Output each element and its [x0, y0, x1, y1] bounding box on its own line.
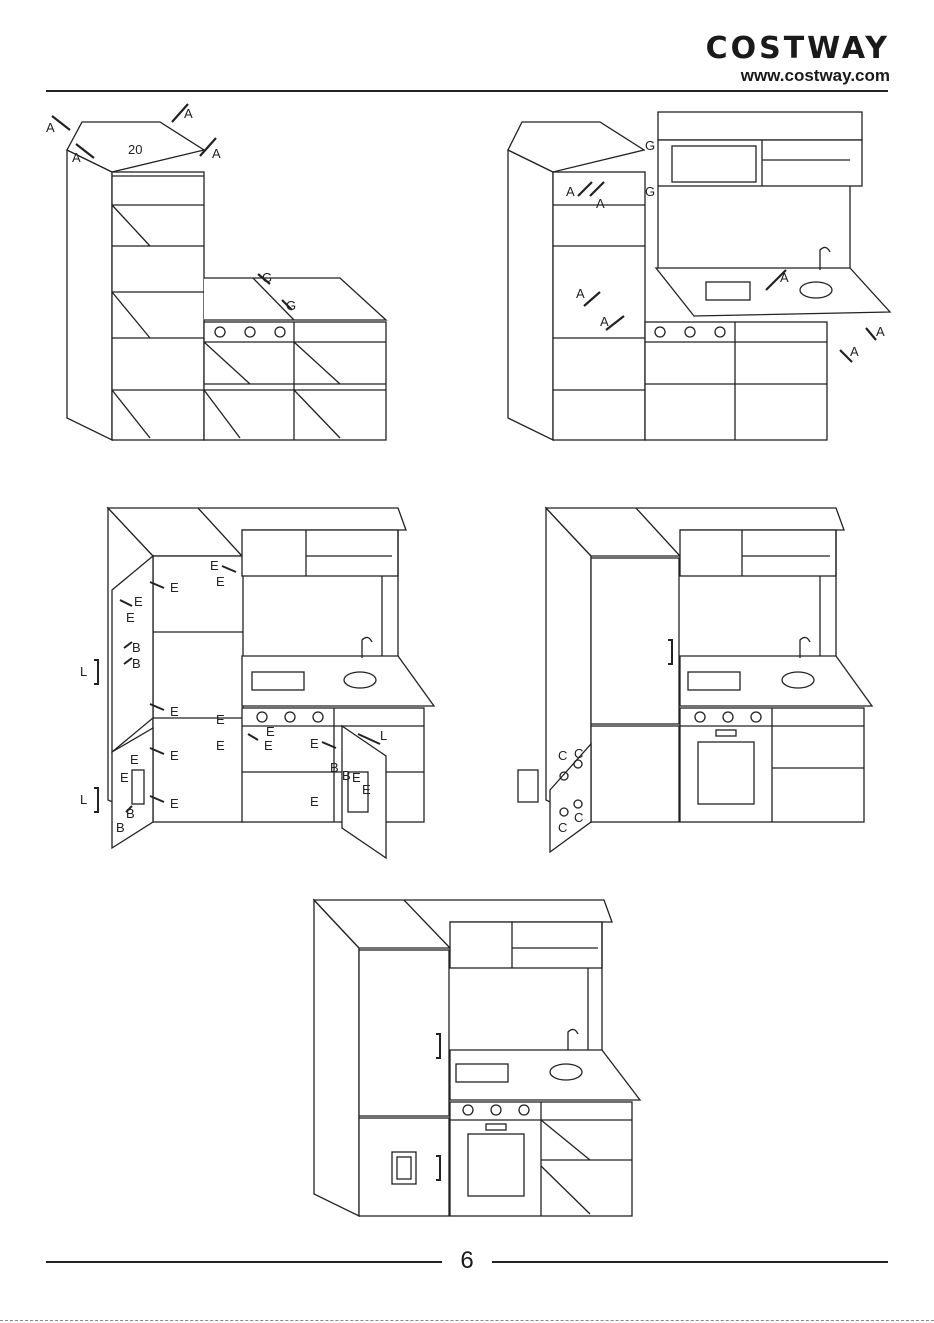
screw-label: G — [286, 298, 296, 313]
screw-label: A — [566, 184, 575, 199]
part-label: C — [574, 810, 583, 825]
step-1-illustration: A A A A G G 20 — [46, 104, 386, 440]
step-5-illustration — [314, 900, 640, 1216]
step-3-illustration: L L L E E E E E E E E E E E E E E E E E … — [80, 508, 434, 858]
screw-label: A — [850, 344, 859, 359]
screw-label: B — [132, 656, 141, 671]
step-4-illustration: C C C C — [518, 508, 872, 852]
screw-label: A — [600, 314, 609, 329]
hinge-label: E — [120, 770, 129, 785]
hinge-label: E — [210, 558, 219, 573]
hinge-label: E — [216, 712, 225, 727]
assembly-illustrations: A A A A G G 20 A A — [0, 0, 934, 1240]
screw-label: A — [72, 150, 81, 165]
screw-label: G — [262, 270, 272, 285]
part-label: C — [574, 746, 583, 761]
page-cut-line — [0, 1320, 934, 1321]
screw-label: A — [780, 270, 789, 285]
handle-label: L — [380, 728, 387, 743]
footer-rule-left — [46, 1261, 442, 1263]
hinge-label: E — [216, 738, 225, 753]
screw-label: A — [184, 106, 193, 121]
screw-label: A — [596, 196, 605, 211]
screw-label: B — [330, 760, 339, 775]
hinge-label: E — [126, 610, 135, 625]
hinge-label: E — [170, 580, 179, 595]
hinge-label: E — [362, 782, 371, 797]
part-label: C — [558, 748, 567, 763]
hinge-label: E — [170, 796, 179, 811]
hinge-label: E — [216, 574, 225, 589]
part-label: C — [558, 820, 567, 835]
step-2-illustration: A A A A A A A G G — [508, 112, 890, 440]
screw-label: B — [116, 820, 125, 835]
hinge-label: E — [134, 594, 143, 609]
hinge-label: E — [130, 752, 139, 767]
hinge-label: E — [310, 794, 319, 809]
assembly-steps: A A A A G G 20 A A — [0, 0, 934, 1240]
page-number: 6 — [442, 1246, 492, 1276]
footer-rule-right — [492, 1261, 888, 1263]
screw-label: B — [342, 768, 351, 783]
hinge-label: E — [264, 738, 273, 753]
screw-label: A — [876, 324, 885, 339]
screw-label: G — [645, 184, 655, 199]
hinge-label: E — [266, 724, 275, 739]
hinge-label: E — [170, 704, 179, 719]
screw-label: A — [576, 286, 585, 301]
handle-label: L — [80, 792, 87, 807]
hinge-label: E — [170, 748, 179, 763]
hinge-label: E — [310, 736, 319, 751]
handle-label: L — [80, 664, 87, 679]
screw-label: G — [645, 138, 655, 153]
board-number: 20 — [128, 142, 142, 157]
screw-label: B — [132, 640, 141, 655]
hinge-label: E — [352, 770, 361, 785]
screw-label: A — [212, 146, 221, 161]
screw-label: A — [46, 120, 55, 135]
